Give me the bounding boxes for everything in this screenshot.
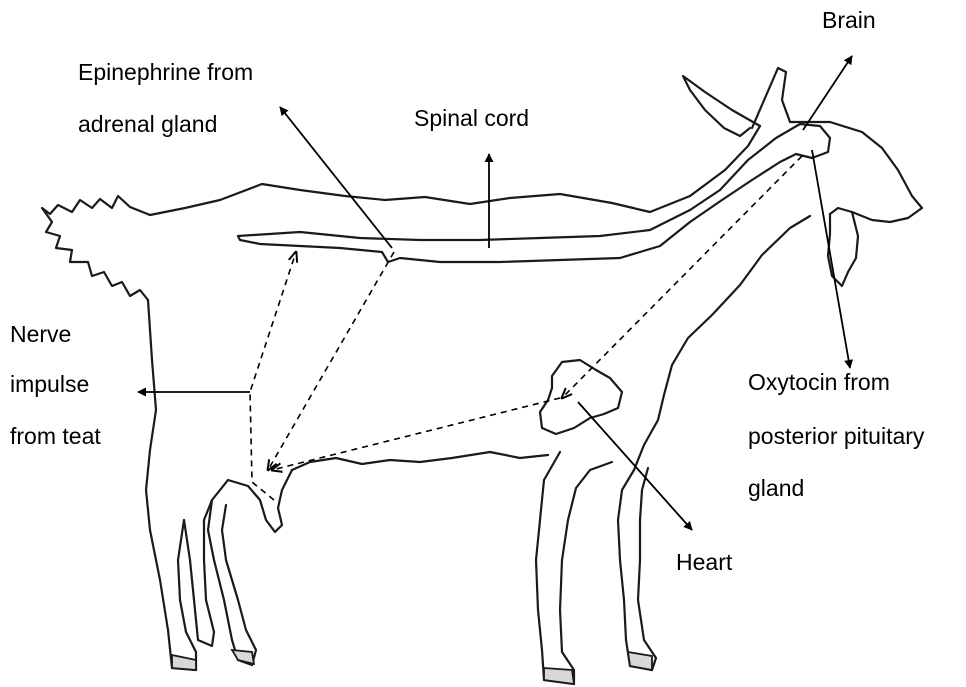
goat-hind-leg-left [146, 300, 196, 670]
goat-udder [228, 470, 292, 532]
goat-tail [42, 196, 150, 300]
goat-hoof [172, 655, 196, 670]
label-epinephrine-line1: Epinephrine from [78, 59, 253, 85]
heart-arrow [578, 402, 692, 530]
oxytocin-arrow [812, 150, 850, 368]
goat-horn [752, 68, 790, 128]
label-nerve-line3: from teat [10, 423, 101, 449]
label-oxytocin-line3: gland [748, 475, 804, 501]
goat-hind-leg-right [208, 480, 256, 665]
label-oxytocin-line1: Oxytocin from [748, 369, 890, 395]
goat-ear [683, 76, 760, 136]
label-nerve-line2: impulse [10, 371, 89, 397]
epinephrine-pathway-dashed [268, 252, 394, 470]
oxytocin-to-heart-dashed [562, 156, 802, 398]
goat-back [150, 126, 760, 215]
brain-arrow [803, 56, 852, 130]
goat-front-leg-left [536, 452, 612, 684]
heart-shape [540, 360, 622, 434]
label-nerve-line1: Nerve [10, 321, 71, 347]
label-heart: Heart [676, 549, 733, 575]
label-oxytocin-line2: posterior pituitary [748, 423, 925, 449]
heart-to-udder-dashed [272, 398, 560, 470]
goat-front-leg-right [618, 468, 656, 670]
goat-hoof [232, 650, 254, 664]
label-epinephrine-line2: adrenal gland [78, 111, 217, 137]
epinephrine-arrow [280, 107, 392, 248]
label-brain: Brain [822, 7, 876, 33]
label-spinal-cord: Spinal cord [414, 105, 529, 131]
goat-beard [828, 212, 858, 286]
